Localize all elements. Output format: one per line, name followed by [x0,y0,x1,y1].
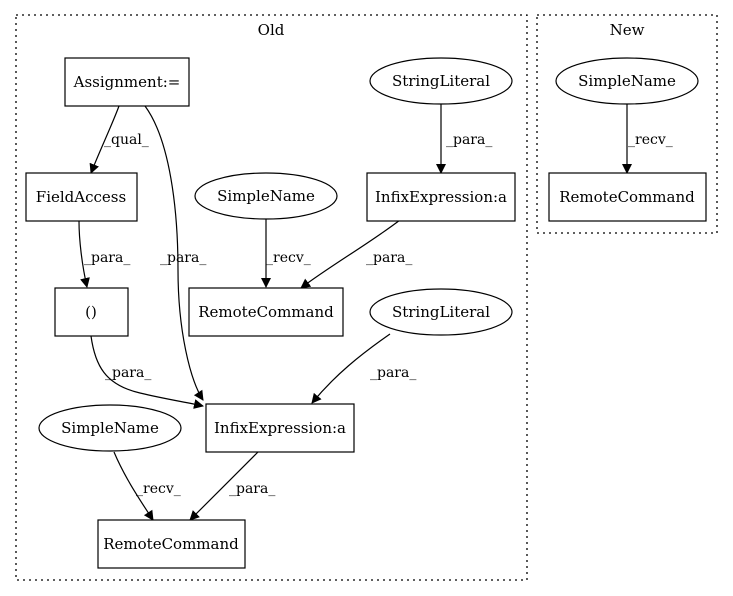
node-paren[interactable]: () [54,287,129,337]
node-simplename-1[interactable]: SimpleName [194,172,338,220]
edge-label: _para_ [446,132,492,148]
cluster-old: Old [15,14,528,581]
node-simplename-3[interactable]: SimpleName [555,57,699,105]
node-label: FieldAccess [36,188,126,206]
edge-label: _para_ [229,481,275,497]
edge-simplename2-remotecommand2 [113,451,154,521]
edge-infix2-remotecommand2 [189,451,259,521]
cluster-new-label: New [610,21,645,39]
edge-assign-fieldaccess [89,105,120,174]
node-label: RemoteCommand [198,303,334,321]
node-label: Assignment:= [73,73,181,91]
edge-labels: _qual_ _para_ _para_ _para_ _recv_ _para… [84,132,673,497]
node-label: SimpleName [217,187,315,205]
edge-label: _para_ [84,250,130,266]
node-infixexpression-1[interactable]: InfixExpression:a [366,172,516,222]
node-label: SimpleName [61,419,159,437]
node-fieldaccess[interactable]: FieldAccess [25,172,138,222]
edge-paren-infix2 [90,335,204,409]
node-label: InfixExpression:a [375,188,507,206]
nodes: Assignment:= StringLiteral FieldAccess S… [25,57,707,569]
edge-label: _para_ [366,250,412,266]
node-assignment[interactable]: Assignment:= [64,57,190,107]
node-label: SimpleName [578,72,676,90]
node-remotecommand-3[interactable]: RemoteCommand [548,172,707,222]
node-stringliteral-1[interactable]: StringLiteral [369,57,513,105]
edge-infix1-remotecommand1 [300,219,401,289]
edge-assign-infix2 [144,105,204,401]
node-label: RemoteCommand [103,535,239,553]
node-stringliteral-2[interactable]: StringLiteral [369,288,513,336]
node-remotecommand-1[interactable]: RemoteCommand [188,287,344,337]
cluster-new: New [536,14,718,234]
node-label: StringLiteral [392,303,490,321]
cluster-old-label: Old [258,21,285,39]
edges [78,104,632,521]
node-remotecommand-2[interactable]: RemoteCommand [97,519,246,569]
edge-stringliteral2-infix2 [311,333,391,404]
edge-label: _recv_ [266,250,311,266]
edge-label: _recv_ [136,481,181,497]
edge-label: _para_ [160,250,206,266]
edge-label: _qual_ [104,132,149,148]
edge-fieldaccess-paren [78,220,90,288]
edge-label: _para_ [370,365,416,381]
node-simplename-2[interactable]: SimpleName [38,404,182,452]
edge-label: _recv_ [628,132,673,148]
node-label: StringLiteral [392,72,490,90]
node-infixexpression-2[interactable]: InfixExpression:a [205,403,355,453]
node-label: InfixExpression:a [214,419,346,437]
edge-label: _para_ [105,365,151,381]
node-label: RemoteCommand [559,188,695,206]
node-label: () [85,303,97,321]
